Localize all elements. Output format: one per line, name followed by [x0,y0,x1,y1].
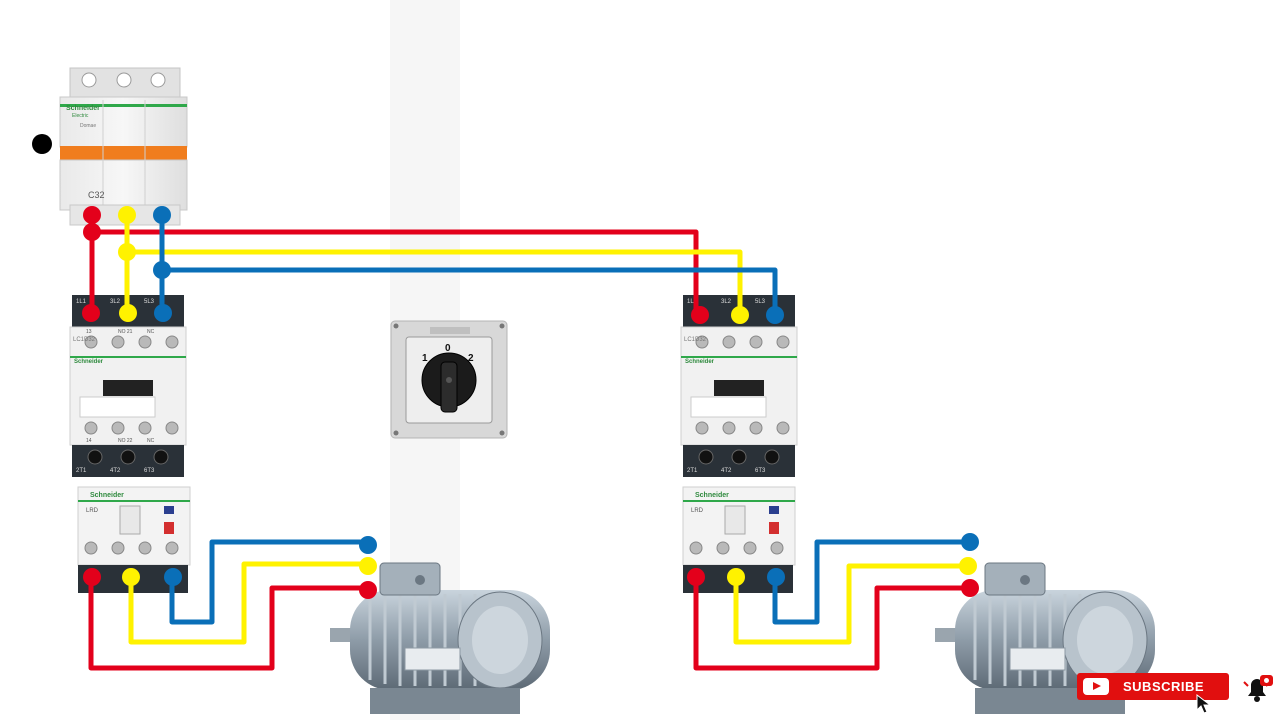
contactor-left-terminal-3: 3L2 [110,299,121,305]
overload-relay-left: Schneider LRD [77,486,191,593]
subscribe-label: SUBSCRIBE [1123,679,1205,694]
contactor-left-brand: Schneider [74,359,104,365]
breaker-brand: Schneider [66,105,100,112]
wires [88,215,968,671]
overload-left-model: LRD [86,508,99,514]
circuit-breaker: Schneider Electric Domae C32 [59,67,188,226]
contactor-left-aux-nc2: NC [147,438,155,444]
overload-right-model: LRD [691,508,704,514]
notification-bell-icon[interactable] [1240,672,1274,706]
motor-right [935,562,1155,714]
contactor-left-terminal-1: 1L1 [76,299,87,305]
breaker-model: Domae [80,123,96,129]
contactor-right-brand: Schneider [685,359,715,365]
contactor-left-terminal-5: 5L3 [144,299,155,305]
contactor-right-terminal-1: 1L1 [687,299,698,305]
contactor-left: 1L1 3L2 5L3 13 NO 21 NC LC1D32 Schneider… [69,295,187,477]
contactor-left-aux-21: NO 21 [118,329,133,335]
subscribe-button[interactable]: SUBSCRIBE [1077,673,1229,700]
contactor-right-model: LC1D32 [684,337,707,343]
wire-l2-overload-left-to-motor [128,561,368,645]
contactor-right-terminal-3: 3L2 [721,299,732,305]
contactor-left-aux-22: NO 22 [118,438,133,444]
contactor-left-t1: 2T1 [76,468,87,474]
contactor-left-t2: 4T2 [110,468,121,474]
motor-left [330,562,550,714]
wire-l3-overload-left-to-motor [169,539,368,625]
terminal-dots [82,206,979,599]
wire-l1-overload-left-to-motor [88,578,368,671]
breaker-rating: C32 [88,190,105,200]
switch-position-1: 1 [422,353,428,364]
contactor-left-aux-14: 14 [86,438,92,444]
overload-right-brand: Schneider [695,492,729,499]
switch-position-2: 2 [468,353,474,364]
contactor-left-model: LC1D32 [73,337,96,343]
youtube-play-icon [1083,678,1109,695]
wire-l1-overload-right-to-motor [693,578,968,671]
selector-knob[interactable] [440,361,458,413]
contactor-right-terminal-5: 5L3 [755,299,766,305]
wire-l3-overload-right-to-motor [772,539,968,625]
wire-l2-bus-to-contactor-right [127,249,743,313]
black-dot-marker [32,134,52,154]
mouse-pointer-icon [1196,694,1212,714]
wire-l3-bus-to-contactor-right [162,267,778,313]
wire-l1-bus-to-contactor-right [92,229,699,313]
overload-left-brand: Schneider [90,492,124,499]
switch-position-0: 0 [445,343,451,354]
contactor-left-aux-nc: NC [147,329,155,335]
contactor-right-t2: 4T2 [721,468,732,474]
contactor-right-t1: 2T1 [687,468,698,474]
contactor-left-t3: 6T3 [144,468,155,474]
contactor-left-aux-13: 13 [86,329,92,335]
selector-switch[interactable]: 1 0 2 [390,320,508,439]
wire-l2-overload-right-to-motor [733,563,968,645]
contactor-right-t3: 6T3 [755,468,766,474]
breaker-brand-sub: Electric [72,113,89,119]
